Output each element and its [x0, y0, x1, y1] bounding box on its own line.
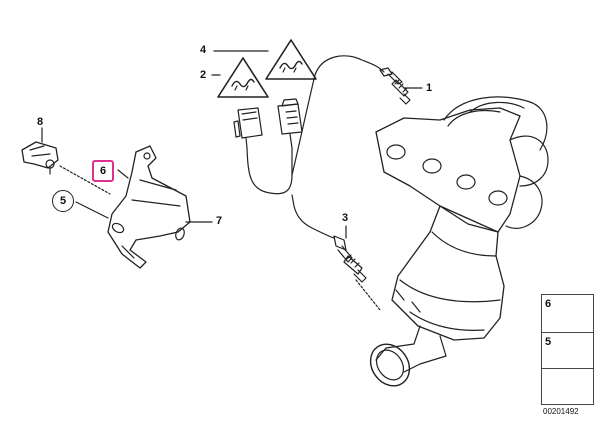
- leader-line: [75, 201, 109, 219]
- wire-harness: [291, 194, 335, 239]
- callout-2: 2: [200, 69, 207, 81]
- exhaust-manifold: [375, 96, 549, 233]
- callout-5: 5: [52, 190, 74, 212]
- legend-row: [542, 369, 593, 404]
- warning-triangle-icon: [217, 57, 269, 98]
- callout-6-highlighted[interactable]: 6: [92, 160, 114, 182]
- parts-legend: 6 5: [541, 294, 594, 405]
- diagram-id: 00201492: [543, 407, 579, 416]
- leader-line: [355, 279, 381, 311]
- legend-row: 5: [542, 333, 593, 369]
- wire-harness: [291, 55, 385, 176]
- callout-8: 8: [37, 116, 44, 128]
- clip-part: [21, 141, 59, 175]
- callout-7: 7: [216, 215, 223, 227]
- oxygen-sensor-upper: [379, 67, 411, 105]
- leader-line: [59, 165, 111, 195]
- oxygen-sensor-lower: [333, 235, 367, 283]
- callout-3: 3: [342, 212, 349, 224]
- wire-harness: [246, 147, 293, 195]
- connector-plug: [233, 98, 303, 149]
- legend-row: 6: [542, 295, 593, 333]
- callout-4: 4: [200, 44, 207, 56]
- catalytic-converter: [369, 205, 505, 387]
- legend-number: 6: [545, 298, 552, 310]
- sensor-bracket: [107, 145, 191, 269]
- legend-number: 5: [545, 336, 552, 348]
- leader-line: [117, 169, 129, 179]
- callout-1: 1: [426, 82, 433, 94]
- warning-triangle-icon: [265, 39, 317, 80]
